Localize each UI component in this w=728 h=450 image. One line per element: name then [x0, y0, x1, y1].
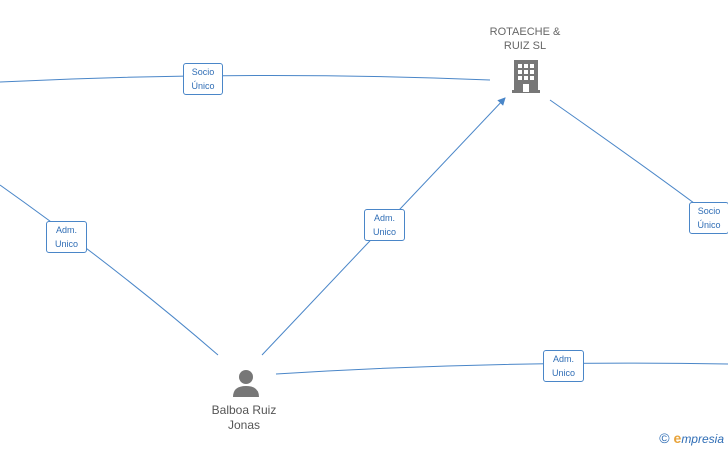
building-icon[interactable]	[510, 58, 542, 94]
edge-bottom-right	[275, 362, 728, 375]
edge-label-center[interactable]: Adm. Unico	[364, 209, 405, 241]
edge-top-left	[0, 74, 491, 83]
person-icon[interactable]	[232, 368, 260, 398]
brand-watermark: © empresia	[659, 430, 724, 446]
brand-logo: empresia	[673, 430, 724, 446]
edge-label-top-left[interactable]: Socio Único	[183, 63, 223, 95]
person-name: Balboa Ruiz Jonas	[211, 403, 277, 432]
edge-label-bottom-right[interactable]: Adm. Unico	[543, 350, 584, 382]
company-name: ROTAECHE & RUIZ SL	[489, 26, 561, 52]
edge-label-right[interactable]: Socio Único	[689, 202, 728, 234]
edge-left	[0, 184, 219, 356]
edge-label-left[interactable]: Adm. Unico	[46, 221, 87, 253]
edge-right	[549, 99, 711, 216]
copyright-symbol: ©	[659, 430, 670, 446]
